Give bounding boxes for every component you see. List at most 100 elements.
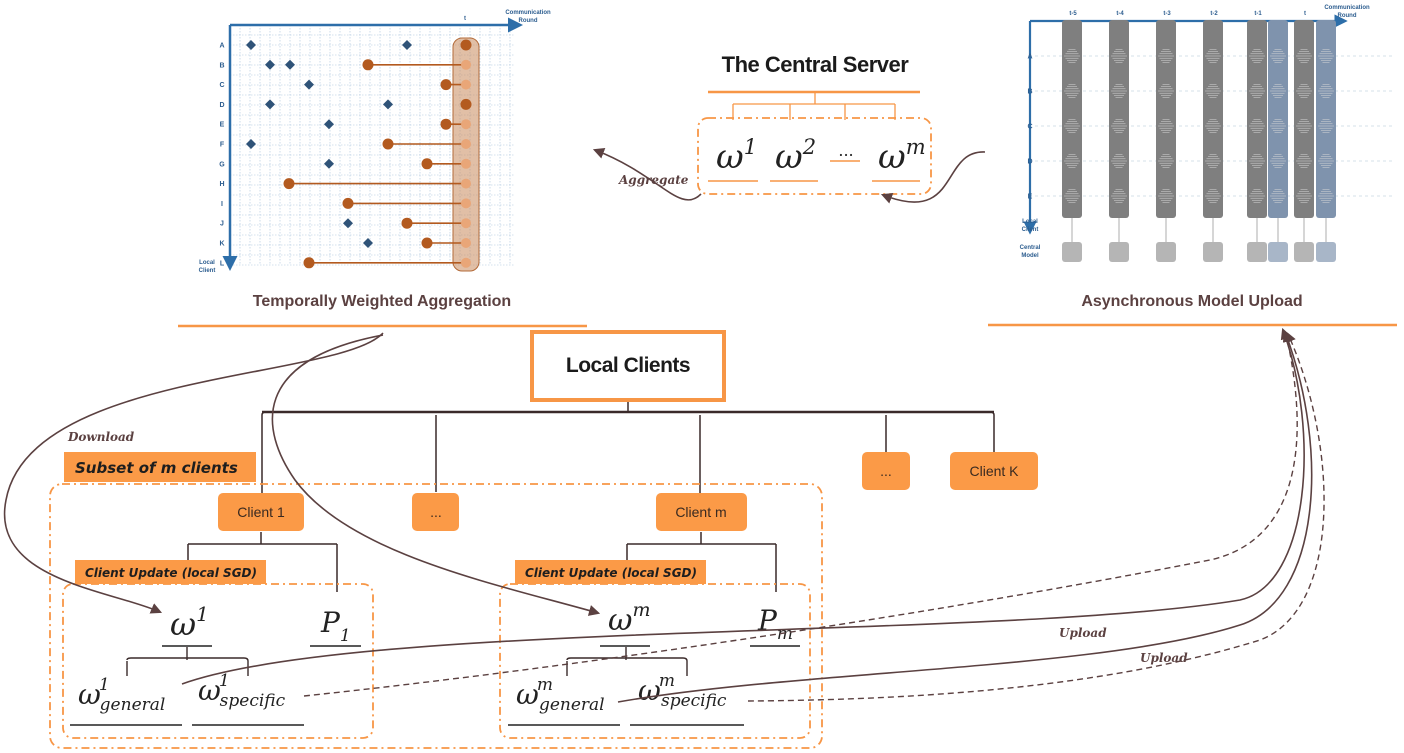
twa-row-label: J <box>220 221 224 228</box>
amu-round-column <box>1062 20 1082 218</box>
client-m-update-tag <box>515 560 706 584</box>
twa-lollipop-end <box>461 238 471 248</box>
twa-diamond-mark <box>324 119 334 130</box>
client-m-tree <box>626 532 777 592</box>
twa-diamond-mark <box>265 59 275 70</box>
client-m-split-tree <box>566 647 688 676</box>
amu-local-label-2: Client <box>1022 227 1039 233</box>
twa-lollipop-end <box>461 59 471 70</box>
server-input-arrow <box>880 151 986 204</box>
server-weights-box <box>697 117 932 195</box>
twa-row-label: A <box>219 43 224 50</box>
twa-lollipop-start <box>460 98 472 110</box>
amu-x-title-2: Round <box>1338 13 1357 19</box>
client-1-split-tree <box>126 647 249 676</box>
amu-caption: Asynchronous Model Upload <box>1081 293 1302 310</box>
amu-central-node <box>1316 242 1336 262</box>
twa-lollipop-end <box>461 257 471 268</box>
amu-round-column <box>1294 20 1314 218</box>
amu-central-node <box>1109 242 1129 262</box>
client-1-personal: P1 <box>320 606 351 646</box>
amu-round-column <box>1109 20 1129 218</box>
amu-round-label: t-4 <box>1116 11 1124 17</box>
twa-y-title-2: Client <box>199 268 216 274</box>
upload-arrow-general-1 <box>181 327 1305 685</box>
amu-central-label-2: Model <box>1021 253 1039 259</box>
client-k-button[interactable] <box>950 452 1038 490</box>
twa-row-label: I <box>221 201 223 208</box>
client-1-button[interactable] <box>218 493 304 531</box>
twa-y-title-1: Local <box>199 260 215 266</box>
amu-row-label: C <box>1027 124 1032 131</box>
server-weight-m: ωm <box>878 135 926 177</box>
amu-round-label: t-1 <box>1254 11 1262 17</box>
twa-diamond-mark <box>246 139 256 149</box>
amu-central-node <box>1062 242 1082 262</box>
amu-round-column <box>1156 20 1176 218</box>
local-clients-box <box>530 330 726 402</box>
twa-diamond-mark <box>383 99 393 110</box>
aggregate-arrow <box>592 147 702 201</box>
server-weight-2: ω2 <box>775 135 816 177</box>
twa-t-label: t <box>464 16 466 22</box>
amu-central-node <box>1294 242 1314 262</box>
server-title: The Central Server <box>722 52 910 77</box>
twa-marks <box>246 39 472 269</box>
twa-lollipop-start <box>342 197 354 209</box>
client-ellipsis-button[interactable] <box>412 493 459 531</box>
twa-lollipop-start <box>460 39 472 51</box>
twa-row-label: H <box>219 181 224 188</box>
subset-tag <box>64 452 256 482</box>
client-ellipsis-2-label: ... <box>880 463 892 479</box>
client-m-weight: ωm <box>608 599 651 638</box>
twa-lollipop-start <box>440 118 452 130</box>
twa-lollipop-end <box>461 79 471 90</box>
twa-lollipop-end <box>461 119 471 130</box>
amu-central-node <box>1156 242 1176 262</box>
amu-central-node <box>1203 242 1223 262</box>
twa-diamond-mark <box>304 79 314 90</box>
download-arrow-client-1 <box>3 332 384 614</box>
upload-arrow-specific-m <box>747 332 1325 702</box>
subset-group-box <box>49 483 823 749</box>
amu-round-column <box>1203 20 1223 218</box>
client-1-tree <box>187 532 338 592</box>
amu-row-label: A <box>1027 54 1032 61</box>
subset-tag-label: Subset of m clients <box>75 459 238 477</box>
twa-lollipop-start <box>303 257 315 269</box>
twa-lollipop-start <box>421 158 433 170</box>
twa-row-label: L <box>220 260 225 267</box>
upload-arrow-general-m <box>617 329 1313 703</box>
client-ellipsis-2-button[interactable] <box>862 452 910 490</box>
central-server: The Central Server ω1 ω2 ... ωm <box>697 52 932 195</box>
twa-current-round-highlight <box>452 37 480 272</box>
client-m-label: Client m <box>675 504 726 520</box>
twa-row-label: F <box>220 142 225 149</box>
amu-central-node <box>1247 242 1267 262</box>
twa-caption: Temporally Weighted Aggregation <box>253 293 511 310</box>
amu-row-label: E <box>1028 194 1033 201</box>
client-k-label: Client K <box>969 463 1019 479</box>
amu-round-label: t-5 <box>1069 11 1077 17</box>
upload-label-2: Upload <box>1140 651 1188 665</box>
client-m-button[interactable] <box>656 493 747 531</box>
amu-round-label: t <box>1304 11 1306 17</box>
twa-lollipop-start <box>283 178 295 190</box>
upload-arrow-specific-1 <box>303 332 1298 697</box>
amu-round-label: t-2 <box>1210 11 1218 17</box>
twa-lollipop-end <box>461 158 471 169</box>
amu-central-node <box>1268 242 1288 262</box>
twa-row-label: E <box>220 122 225 129</box>
server-tree-connector <box>732 93 896 120</box>
server-weight-ellipsis: ... <box>838 141 853 160</box>
client-m-update-tag-label: Client Update (local SGD) <box>525 566 697 580</box>
download-label: Download <box>67 430 135 444</box>
client-1-weight: ω1 <box>170 602 209 643</box>
amu-row-label: B <box>1027 89 1032 96</box>
twa-diamond-mark <box>324 158 334 169</box>
